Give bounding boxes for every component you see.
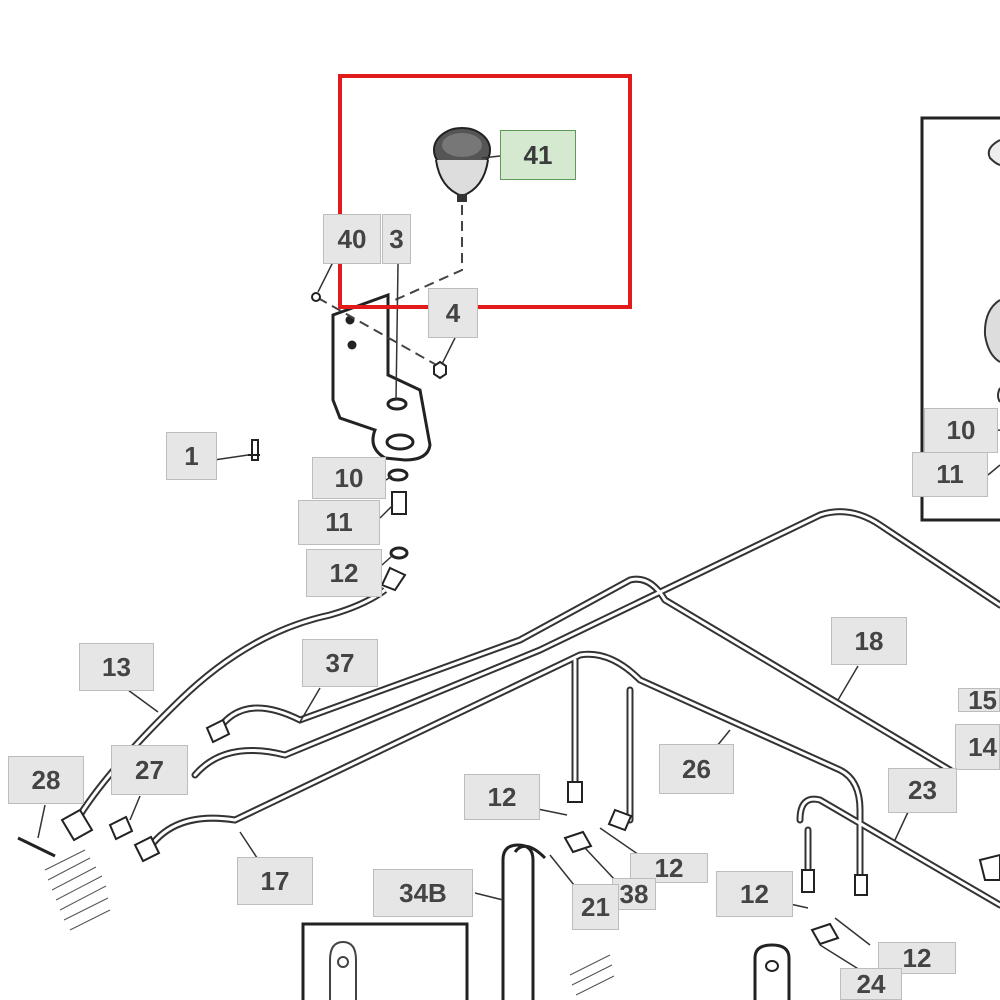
callout-37[interactable]: 37 (302, 639, 378, 687)
callout-41[interactable]: 41 (500, 130, 576, 180)
callout-4[interactable]: 4 (428, 288, 478, 338)
callout-34b[interactable]: 34B (373, 869, 473, 917)
knob-part-41 (394, 127, 491, 301)
inset-knob-middle (983, 299, 1000, 363)
callout-40[interactable]: 40 (323, 214, 381, 264)
callout-28[interactable]: 28 (8, 756, 84, 804)
callout-27[interactable]: 27 (111, 745, 188, 795)
leader-lines (37, 155, 1000, 971)
callout-12-lower[interactable]: 12 (716, 871, 793, 917)
highlight-box-part-41 (338, 74, 632, 309)
callout-14[interactable]: 14 (955, 724, 1000, 770)
callout-3[interactable]: 3 (382, 214, 411, 264)
callout-10-right[interactable]: 10 (924, 408, 998, 453)
mounting-bracket (331, 292, 432, 462)
callout-23[interactable]: 23 (888, 768, 957, 813)
callout-38[interactable]: 38 (612, 878, 656, 910)
inset-frame-right (920, 116, 1000, 522)
nut-part-4 (433, 360, 447, 380)
callout-24[interactable]: 24 (840, 968, 902, 1000)
callout-12-center[interactable]: 12 (464, 774, 540, 820)
callout-10[interactable]: 10 (312, 457, 386, 499)
callout-13[interactable]: 13 (79, 643, 154, 691)
callout-26[interactable]: 26 (659, 744, 734, 794)
callout-17[interactable]: 17 (237, 857, 313, 905)
callout-11[interactable]: 11 (298, 500, 380, 545)
callout-18[interactable]: 18 (831, 617, 907, 665)
callout-15[interactable]: 15 (958, 685, 1000, 715)
callout-12[interactable]: 12 (306, 549, 382, 597)
inset-knob-top (987, 139, 1000, 166)
callout-11-right[interactable]: 11 (912, 452, 988, 497)
callout-21[interactable]: 21 (572, 884, 619, 930)
hatched-area (44, 849, 615, 996)
callout-1[interactable]: 1 (166, 432, 217, 480)
inset-frame-bottom (301, 922, 469, 1000)
